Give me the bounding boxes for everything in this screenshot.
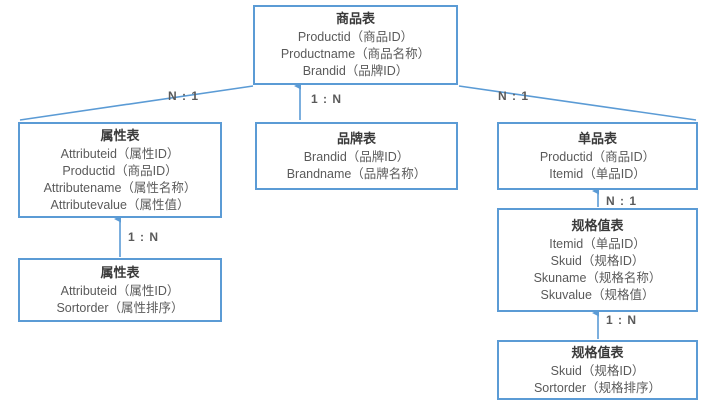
entity-title: 属性表 xyxy=(100,127,140,143)
entity-field: Itemid（单品ID） xyxy=(549,166,646,181)
entity-title: 品牌表 xyxy=(336,130,376,146)
entity-box-sku-value[interactable]: 规格值表 Itemid（单品ID） Skuid（规格ID） Skuname（规格名称）… xyxy=(497,208,698,312)
entity-box-product[interactable]: 商品表 Productid（商品ID） Productname（商品名称） Brand… xyxy=(253,5,458,85)
entity-title: 属性表 xyxy=(100,264,140,280)
entity-field: Brandname（品牌名称） xyxy=(286,166,427,181)
entity-field: Skuvalue（规格值） xyxy=(540,287,655,302)
entity-field: Productid（商品ID） xyxy=(62,163,178,178)
cardinality-label-brand-to-product: 1 : N xyxy=(311,92,343,106)
entity-field: Attributename（属性名称） xyxy=(43,180,197,195)
entity-box-attribute-sort[interactable]: 属性表 Attributeid（属性ID） Sortorder（属性排序） xyxy=(18,258,222,322)
entity-field: Skuname（规格名称） xyxy=(533,270,662,285)
entity-field: Brandid（品牌ID） xyxy=(303,149,410,164)
entity-field: Productid（商品ID） xyxy=(297,30,414,44)
entity-box-brand[interactable]: 品牌表 Brandid（品牌ID） Brandname（品牌名称） xyxy=(255,122,458,190)
cardinality-label-attribute-to-product: N : 1 xyxy=(168,89,200,103)
entity-field: Productid（商品ID） xyxy=(539,149,656,164)
entity-title: 单品表 xyxy=(577,130,617,146)
entity-field: Attributeid（属性ID） xyxy=(60,283,180,298)
entity-field: Attributevalue（属性值） xyxy=(50,197,190,212)
connector-item-to-product xyxy=(458,85,697,121)
cardinality-label-skuvalue-to-item: N : 1 xyxy=(606,194,638,208)
entity-field: Itemid（单品ID） xyxy=(549,236,646,251)
entity-title: 商品表 xyxy=(335,11,375,26)
cardinality-label-item-to-product: N : 1 xyxy=(498,89,530,103)
entity-field: Sortorder（属性排序） xyxy=(56,300,184,315)
entity-field: Productname（商品名称） xyxy=(280,47,431,61)
entity-field: Sortorder（规格排序） xyxy=(533,380,662,395)
entity-box-item[interactable]: 单品表 Productid（商品ID） Itemid（单品ID） xyxy=(497,122,698,190)
entity-box-sku-sort[interactable]: 规格值表 Skuid（规格ID） Sortorder（规格排序） xyxy=(497,340,698,400)
entity-title: 规格值表 xyxy=(571,217,624,233)
entity-field: Attributeid（属性ID） xyxy=(60,146,180,161)
entity-box-attribute[interactable]: 属性表 Attributeid（属性ID） Productid（商品ID） Attri… xyxy=(18,122,222,218)
connector-attribute-to-product xyxy=(19,85,254,121)
cardinality-label-attributesort-to-attribute: 1 : N xyxy=(128,230,160,244)
cardinality-label-skusort-to-skuvalue: 1 : N xyxy=(606,313,638,327)
entity-field: Skuid（规格ID） xyxy=(550,363,645,378)
entity-field: Brandid（品牌ID） xyxy=(302,64,409,78)
entity-field: Skuid（规格ID） xyxy=(550,253,645,268)
entity-title: 规格值表 xyxy=(571,344,624,360)
